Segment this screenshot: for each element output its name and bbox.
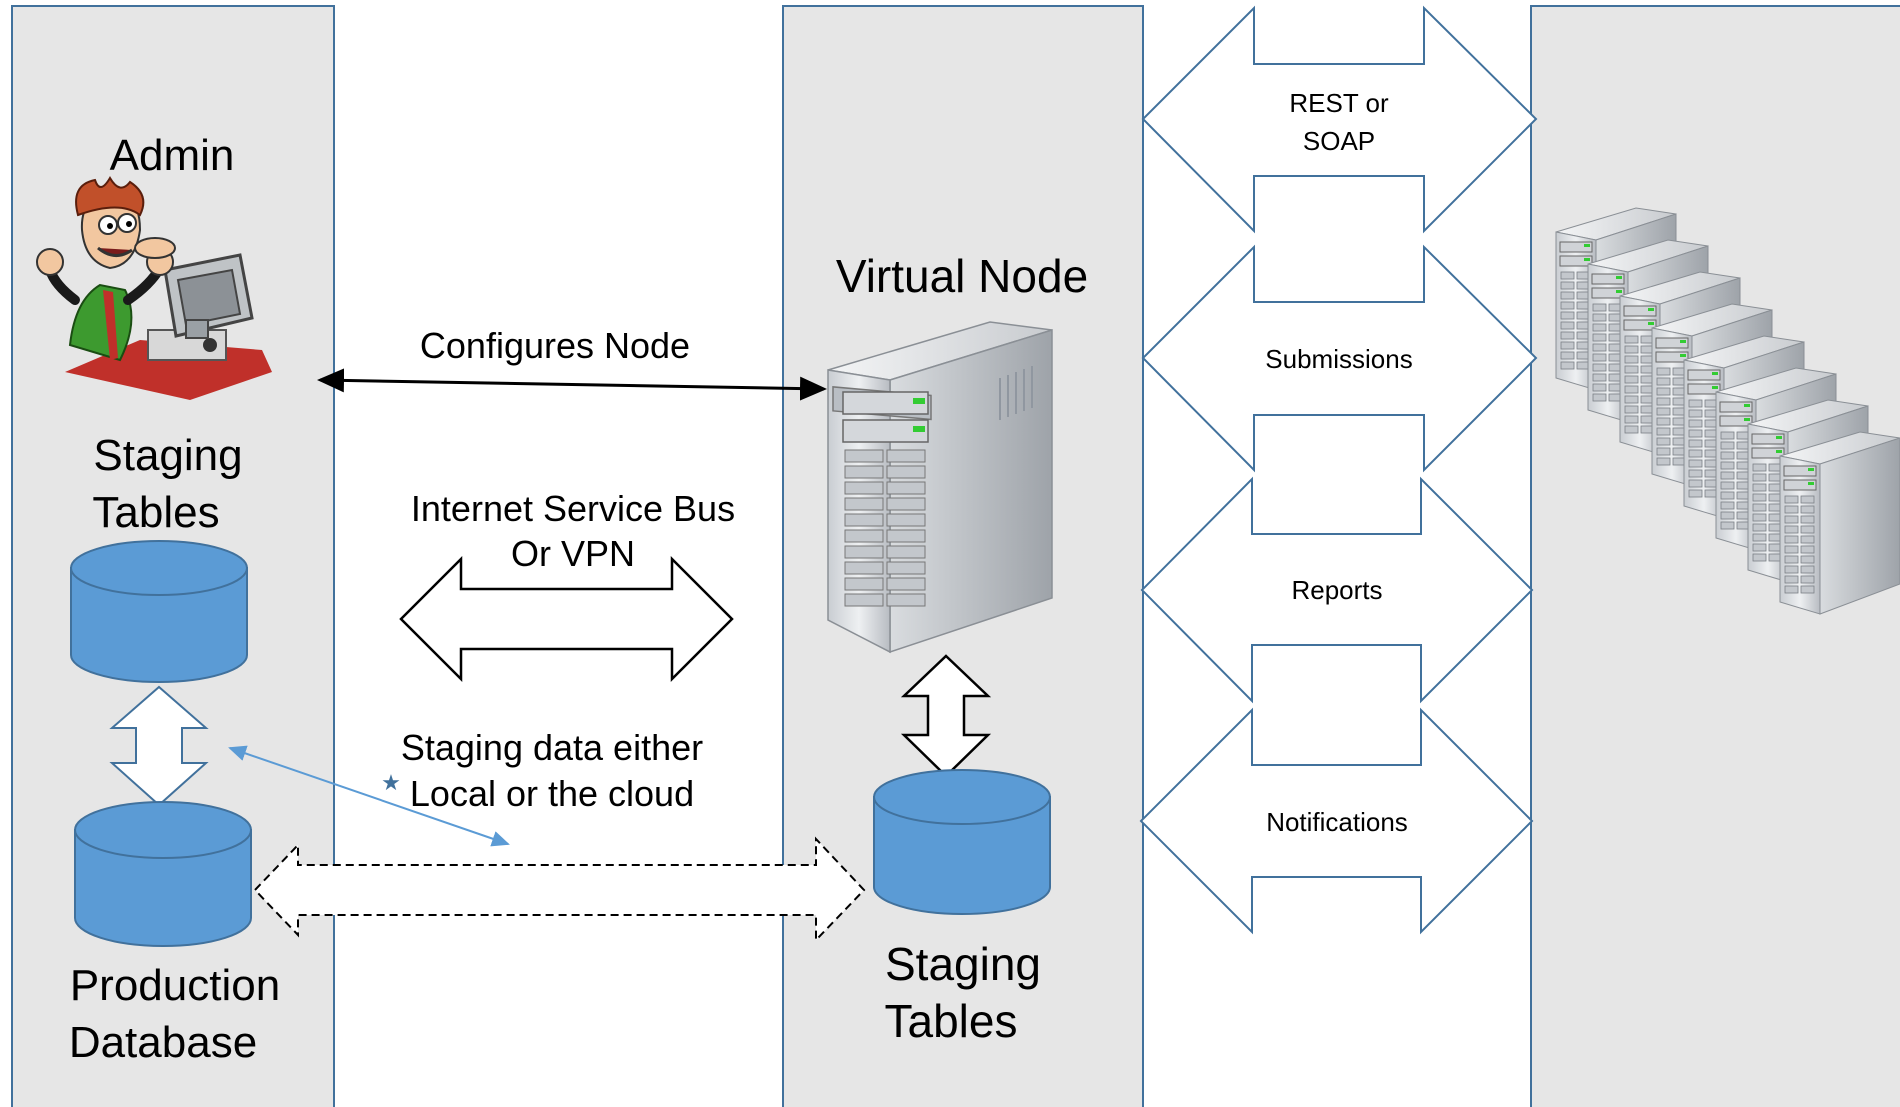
staging-tables-right-line1: Staging [885,938,1041,990]
channel-arrow-reports: Reports [1140,476,1534,704]
internet-service-bus-line1: Internet Service Bus [411,488,735,529]
channel-arrow-rest-soap: REST or SOAP [1141,5,1538,234]
production-database-line1: Production [70,961,280,1010]
staging-data-blue-connector [228,745,510,847]
staging-data-line1: Staging data either [401,727,703,768]
internet-service-bus-line2: Or VPN [511,533,635,574]
server-unit-icon [1779,431,1900,615]
channel-label-submissions: Submissions [1265,344,1412,374]
channel-label-notifications: Notifications [1266,807,1408,837]
server-rack-icon [1555,207,1900,615]
channel-label-rest-soap-line2: SOAP [1303,126,1375,156]
production-database-line2: Database [69,1018,257,1067]
production-database-cylinder-icon [74,801,252,947]
channel-label-rest-soap-line1: REST or [1289,88,1389,118]
configures-node-label: Configures Node [420,325,690,366]
staging-tables-left-line2: Tables [92,488,219,537]
star-marker-icon: ★ [381,771,401,796]
admin-cartoon-icon [36,176,272,400]
channel-arrow-submissions: Submissions [1141,244,1538,473]
admin-label: Admin [110,131,235,180]
configures-node-arrow [317,368,827,401]
staging-data-line2: Local or the cloud [410,773,694,814]
staging-tables-left-line1: Staging [93,431,242,480]
virtual-node-label: Virtual Node [836,250,1088,302]
staging-tables-left-cylinder-icon [70,540,248,683]
staging-tables-right-line2: Tables [885,995,1018,1047]
channel-label-reports: Reports [1291,575,1382,605]
server-tower-icon [827,321,1053,654]
channel-arrow-notifications: Notifications [1139,707,1534,935]
staging-data-dashed-arrow [253,836,866,943]
internet-service-bus-arrow [399,555,734,683]
staging-tables-right-cylinder-icon [873,769,1051,915]
